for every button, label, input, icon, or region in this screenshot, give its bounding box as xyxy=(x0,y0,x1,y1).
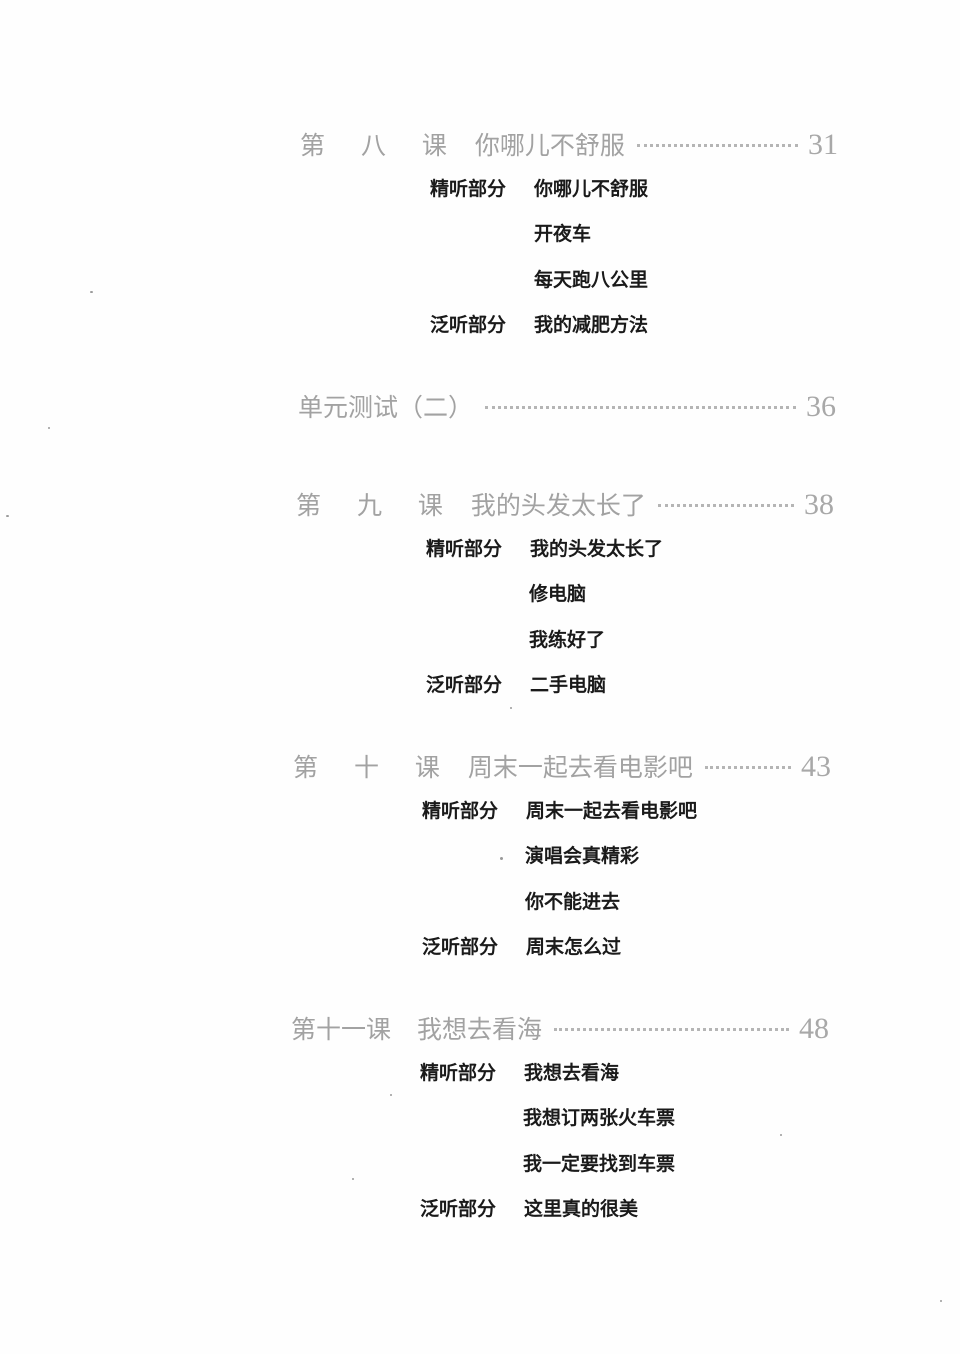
section-category: 泛听部分 xyxy=(420,1198,497,1220)
section-row: 开夜车 xyxy=(534,219,591,246)
lesson-title: 我想去看海 xyxy=(417,1015,543,1044)
dot-leader xyxy=(554,1028,789,1031)
section-item[interactable]: 我一定要找到车票 xyxy=(523,1153,676,1175)
lesson-title: 我的头发太长了 xyxy=(470,491,646,520)
page-number: 36 xyxy=(806,390,836,423)
section-category: 泛听部分 xyxy=(430,314,507,336)
section-item[interactable]: 你不能进去 xyxy=(525,891,621,913)
toc-heading-lesson-8[interactable]: 第 八 课 你哪儿不舒服 31 xyxy=(300,126,838,166)
lesson-number: 第 八 课 xyxy=(300,131,461,160)
section-row: 演唱会真精彩 xyxy=(525,841,639,868)
section-row: 精听部分 周末一起去看电影吧 xyxy=(422,796,697,823)
lesson-title: 周末一起去看电影吧 xyxy=(467,753,693,782)
section-row: 泛听部分 周末怎么过 xyxy=(422,932,621,959)
lesson-title: 你哪儿不舒服 xyxy=(474,131,625,160)
section-row: 精听部分 你哪儿不舒服 xyxy=(430,174,648,201)
dot-leader xyxy=(704,766,791,769)
section-category: 泛听部分 xyxy=(426,674,503,696)
lesson-number: 第 十 课 xyxy=(293,753,454,782)
section-item[interactable]: 修电脑 xyxy=(529,583,587,605)
section-row: 你不能进去 xyxy=(525,887,620,914)
section-item[interactable]: 我的减肥方法 xyxy=(534,314,649,336)
section-category: 精听部分 xyxy=(420,1062,497,1084)
section-item[interactable]: 我练好了 xyxy=(529,629,606,651)
section-item[interactable]: 周末怎么过 xyxy=(526,936,622,958)
section-item[interactable]: 你哪儿不舒服 xyxy=(534,178,649,200)
section-row: 我练好了 xyxy=(529,625,605,652)
section-item[interactable]: 我想订两张火车票 xyxy=(523,1107,676,1129)
scan-speck xyxy=(6,515,9,517)
scan-speck xyxy=(510,707,512,709)
scan-speck xyxy=(390,1094,392,1096)
scan-speck xyxy=(48,427,50,429)
page-number: 31 xyxy=(808,128,838,161)
section-item[interactable]: 周末一起去看电影吧 xyxy=(526,800,698,822)
section-item[interactable]: 我的头发太长了 xyxy=(530,538,664,560)
toc-heading-unit-test-2[interactable]: 单元测试（二） 36 xyxy=(298,388,836,428)
lesson-number: 第十一课 xyxy=(291,1015,392,1044)
dot-leader xyxy=(657,504,794,507)
section-category: 精听部分 xyxy=(426,538,503,560)
section-row: 我想订两张火车票 xyxy=(523,1103,675,1130)
scan-speck xyxy=(90,291,93,293)
section-row: 精听部分 我想去看海 xyxy=(420,1058,619,1085)
page-number: 38 xyxy=(804,488,834,521)
dot-leader xyxy=(636,144,798,147)
toc-heading-lesson-9[interactable]: 第 九 课 我的头发太长了 38 xyxy=(296,486,834,526)
section-item[interactable]: 二手电脑 xyxy=(530,674,607,696)
section-row: 每天跑八公里 xyxy=(534,265,648,292)
toc-heading-lesson-10[interactable]: 第 十 课 周末一起去看电影吧 43 xyxy=(293,748,831,788)
section-row: 我一定要找到车票 xyxy=(523,1149,675,1176)
section-category: 泛听部分 xyxy=(422,936,499,958)
page-number: 43 xyxy=(801,750,831,783)
section-category: 精听部分 xyxy=(422,800,499,822)
dot-leader xyxy=(485,406,796,409)
section-item[interactable]: 每天跑八公里 xyxy=(534,269,649,291)
section-row: 精听部分 我的头发太长了 xyxy=(426,534,663,561)
section-row: 修电脑 xyxy=(529,579,586,606)
section-item[interactable]: 我想去看海 xyxy=(524,1062,620,1084)
scan-speck xyxy=(780,1134,782,1136)
scan-speck xyxy=(352,1178,354,1180)
lesson-number: 第 九 课 xyxy=(296,491,457,520)
unit-test-label: 单元测试（二） xyxy=(298,393,474,422)
toc-heading-lesson-11[interactable]: 第十一课 我想去看海 48 xyxy=(291,1010,829,1050)
section-row: 泛听部分 二手电脑 xyxy=(426,670,606,697)
section-item[interactable]: 开夜车 xyxy=(534,223,592,245)
section-item[interactable]: 演唱会真精彩 xyxy=(525,845,640,867)
section-row: 泛听部分 我的减肥方法 xyxy=(430,310,648,337)
page-number: 48 xyxy=(799,1012,829,1045)
section-row: 泛听部分 这里真的很美 xyxy=(420,1194,638,1221)
section-item[interactable]: 这里真的很美 xyxy=(524,1198,639,1220)
scan-speck xyxy=(940,1300,942,1302)
scan-speck xyxy=(500,857,503,860)
section-category: 精听部分 xyxy=(430,178,507,200)
